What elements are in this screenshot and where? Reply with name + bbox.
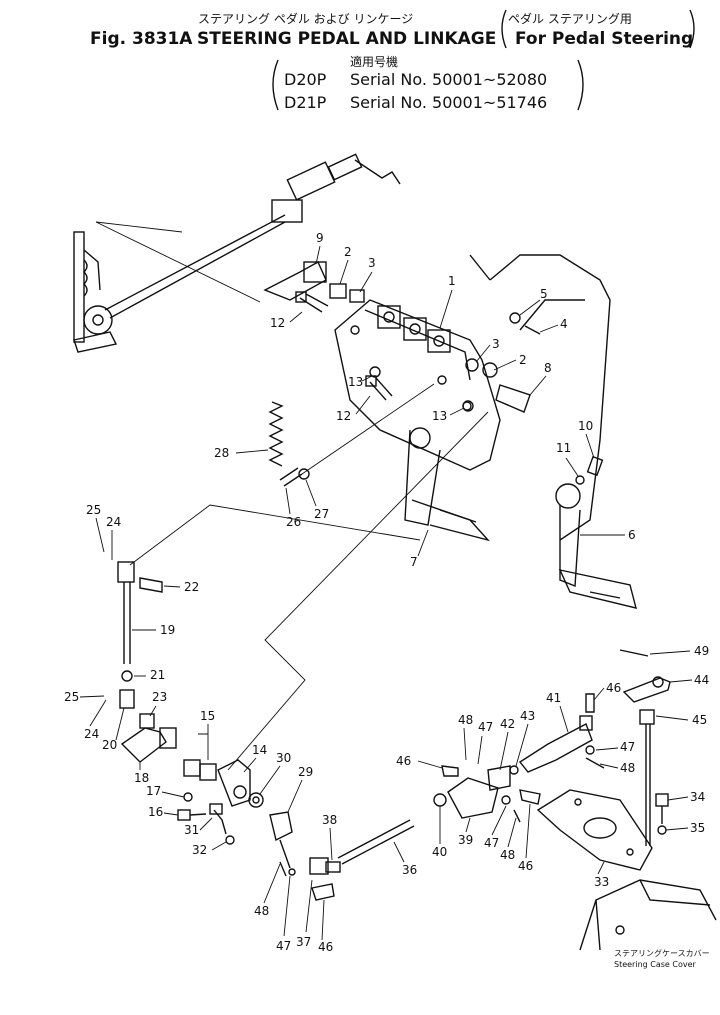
callout-13b: 13 bbox=[432, 409, 447, 423]
spring-28 bbox=[268, 383, 435, 487]
callout-10: 10 bbox=[578, 419, 593, 433]
model-d20p: D20P bbox=[284, 70, 327, 89]
pedal-pins bbox=[263, 261, 541, 413]
lever-18 bbox=[120, 411, 489, 821]
callout-43: 43 bbox=[520, 709, 535, 723]
callout-3: 3 bbox=[368, 256, 376, 270]
model-d21p: D21P bbox=[284, 93, 327, 112]
cylinder-41 bbox=[509, 693, 605, 775]
callout-38: 38 bbox=[322, 813, 337, 827]
callout-42: 42 bbox=[500, 717, 515, 731]
callout-46: 46 bbox=[606, 681, 621, 695]
pedal-7 bbox=[404, 427, 491, 542]
pedal-bracket bbox=[334, 299, 501, 471]
paren-right bbox=[689, 9, 695, 49]
subtitle-jp: ペダル ステアリング用 bbox=[508, 11, 632, 26]
callout-30: 30 bbox=[276, 751, 291, 765]
callout-24: 24 bbox=[106, 515, 121, 529]
callout-9: 9 bbox=[316, 231, 324, 245]
callout-35: 35 bbox=[690, 821, 705, 835]
serial-d20p: Serial No. 50001~52080 bbox=[350, 70, 547, 89]
rod-19 bbox=[117, 504, 421, 709]
callout-44: 44 bbox=[694, 673, 709, 687]
callout-46c: 46 bbox=[518, 859, 533, 873]
callout-27: 27 bbox=[314, 507, 329, 521]
callout-2: 2 bbox=[344, 245, 352, 259]
upper-linkage bbox=[73, 153, 401, 353]
callout-41: 41 bbox=[546, 691, 561, 705]
callout-47c: 47 bbox=[484, 836, 499, 850]
callout-13: 13 bbox=[348, 375, 363, 389]
callout-6: 6 bbox=[628, 528, 636, 542]
figure-title: STEERING PEDAL AND LINKAGE bbox=[197, 29, 496, 49]
callout-21: 21 bbox=[150, 668, 165, 682]
callout-25b: 25 bbox=[64, 690, 79, 704]
callout-25: 25 bbox=[86, 503, 101, 517]
paren-models-right bbox=[577, 59, 584, 111]
callout-32: 32 bbox=[192, 843, 207, 857]
callout-40: 40 bbox=[432, 845, 447, 859]
callout-26: 26 bbox=[286, 515, 301, 529]
callout-36: 36 bbox=[402, 863, 417, 877]
callout-48d: 48 bbox=[254, 904, 269, 918]
paren-left bbox=[501, 9, 507, 49]
callout-1: 1 bbox=[448, 274, 456, 288]
callout-3b: 3 bbox=[492, 337, 500, 351]
title-jp: ステアリング ペダル および リンケージ bbox=[198, 11, 413, 26]
steering-case bbox=[469, 254, 611, 541]
callout-34: 34 bbox=[690, 790, 705, 804]
callout-39: 39 bbox=[458, 833, 473, 847]
callout-8: 8 bbox=[544, 361, 552, 375]
callout-11: 11 bbox=[556, 441, 571, 455]
callout-14: 14 bbox=[252, 743, 267, 757]
bolt-31 bbox=[209, 803, 293, 869]
callout-24b: 24 bbox=[84, 727, 99, 741]
bolts-12-13 bbox=[295, 291, 474, 412]
rod-36 bbox=[279, 765, 541, 901]
paren-models-left bbox=[272, 59, 279, 111]
callout-17: 17 bbox=[146, 784, 161, 798]
callout-47: 47 bbox=[478, 720, 493, 734]
pedal-6 bbox=[555, 455, 637, 609]
callout-29: 29 bbox=[298, 765, 313, 779]
serial-d21p: Serial No. 50001~51746 bbox=[350, 93, 547, 112]
callout-19: 19 bbox=[160, 623, 175, 637]
callout-12: 12 bbox=[270, 316, 285, 330]
callout-33: 33 bbox=[594, 875, 609, 889]
callout-23: 23 bbox=[152, 690, 167, 704]
callout-16: 16 bbox=[148, 805, 163, 819]
callout-46d: 46 bbox=[318, 940, 333, 954]
callout-4: 4 bbox=[560, 317, 568, 331]
callout-48c: 48 bbox=[500, 848, 515, 862]
callout-49: 49 bbox=[694, 644, 709, 658]
callout-45: 45 bbox=[692, 713, 707, 727]
callout-5: 5 bbox=[540, 287, 548, 301]
callout-2b: 2 bbox=[519, 353, 527, 367]
callout-12b: 12 bbox=[336, 409, 351, 423]
callout-31: 31 bbox=[184, 823, 199, 837]
callout-48: 48 bbox=[458, 713, 473, 727]
callout-47d: 47 bbox=[276, 939, 291, 953]
steering-case-cover bbox=[579, 879, 717, 951]
callout-46b: 46 bbox=[396, 754, 411, 768]
figure-subtitle: For Pedal Steering bbox=[515, 29, 693, 49]
callout-48b: 48 bbox=[620, 761, 635, 775]
callout-20: 20 bbox=[102, 738, 117, 752]
callout-37: 37 bbox=[296, 935, 311, 949]
callouts: 1 2 2 3 3 4 5 6 7 8 9 10 11 12 12 13 13 … bbox=[64, 231, 709, 954]
figure-number: Fig. 3831A bbox=[90, 29, 193, 49]
callout-7: 7 bbox=[410, 555, 418, 569]
applicable-label: 適用号機 bbox=[350, 54, 398, 69]
case-cover-label-en: Steering Case Cover bbox=[614, 960, 697, 969]
callout-47b: 47 bbox=[620, 740, 635, 754]
case-cover-label-jp: ステアリングケースカバー bbox=[614, 948, 710, 958]
callout-18: 18 bbox=[134, 771, 149, 785]
lever-44 bbox=[536, 649, 671, 871]
callout-15: 15 bbox=[200, 709, 215, 723]
callout-28: 28 bbox=[214, 446, 229, 460]
callout-22: 22 bbox=[184, 580, 199, 594]
